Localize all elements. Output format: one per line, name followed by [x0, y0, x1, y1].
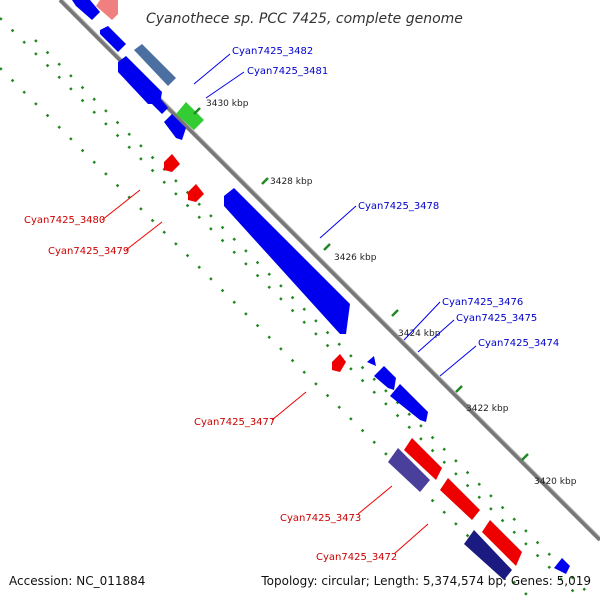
tick-3424: 3424 kbp	[398, 329, 441, 339]
label-cyan7425-3481[interactable]: Cyan7425_3481	[247, 66, 328, 77]
genome-summary: Topology: circular; Length: 5,374,574 bp…	[261, 574, 591, 588]
tick-3422: 3422 kbp	[466, 404, 509, 414]
gene-partial-top[interactable]	[96, 0, 118, 20]
scale-ticks: 3430 kbp 3428 kbp 3426 kbp 3424 kbp 3422…	[193, 99, 577, 487]
tick-3428: 3428 kbp	[270, 177, 313, 187]
lower-dotted-track	[0, 67, 533, 600]
gene-blue-3476[interactable]	[367, 356, 376, 366]
gene-blue-top[interactable]	[72, 0, 100, 20]
gene-red-3473b[interactable]	[404, 438, 442, 480]
reverse-labels: Cyan7425_3480 Cyan7425_3479 Cyan7425_347…	[24, 189, 429, 563]
gene-red-3472b[interactable]	[482, 520, 522, 566]
gene-blue-small-1[interactable]	[152, 98, 168, 114]
gene-blue-bottom[interactable]	[554, 558, 570, 574]
label-cyan7425-3482[interactable]: Cyan7425_3482	[232, 46, 313, 57]
gene-red-3480[interactable]	[164, 154, 180, 172]
reverse-strand	[164, 154, 522, 580]
map-title: Cyanothece sp. PCC 7425, complete genome	[146, 11, 463, 27]
gene-dark-3473[interactable]	[388, 448, 430, 492]
label-cyan7425-3479[interactable]: Cyan7425_3479	[48, 246, 129, 257]
label-cyan7425-3476[interactable]: Cyan7425_3476	[442, 297, 523, 308]
gene-dark-bottom[interactable]	[464, 530, 512, 580]
accession-label: Accession: NC_011884	[9, 574, 146, 588]
gene-blue-small-2[interactable]	[164, 114, 186, 140]
gene-green-rna[interactable]	[176, 102, 204, 130]
gene-blue-3478[interactable]	[224, 188, 350, 334]
tick-3420: 3420 kbp	[534, 477, 577, 487]
tick-3426: 3426 kbp	[334, 253, 377, 263]
label-cyan7425-3473[interactable]: Cyan7425_3473	[280, 513, 361, 524]
gene-blue-3475[interactable]	[374, 366, 396, 390]
forward-strand	[72, 0, 570, 574]
gene-blue-3482[interactable]	[134, 44, 176, 86]
gene-red-3472[interactable]	[440, 478, 480, 520]
label-cyan7425-3478[interactable]: Cyan7425_3478	[358, 201, 439, 212]
tick-3430: 3430 kbp	[206, 99, 249, 109]
label-cyan7425-3474[interactable]: Cyan7425_3474	[478, 338, 559, 349]
label-cyan7425-3477[interactable]: Cyan7425_3477	[194, 417, 275, 428]
label-cyan7425-3475[interactable]: Cyan7425_3475	[456, 313, 537, 324]
gene-blue-2[interactable]	[100, 26, 126, 52]
label-cyan7425-3472[interactable]: Cyan7425_3472	[316, 552, 397, 563]
forward-labels: Cyan7425_3482 Cyan7425_3481 Cyan7425_347…	[193, 46, 559, 377]
label-cyan7425-3480[interactable]: Cyan7425_3480	[24, 215, 105, 226]
gene-blue-3481[interactable]	[118, 56, 162, 104]
gene-red-3479[interactable]	[188, 184, 204, 202]
gene-red-3477[interactable]	[332, 354, 346, 372]
gene-blue-3474[interactable]	[390, 384, 428, 422]
